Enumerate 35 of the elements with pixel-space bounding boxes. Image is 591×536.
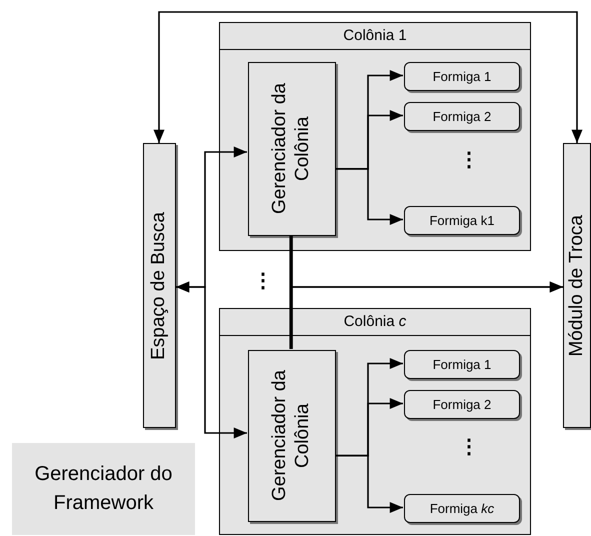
box-label: Formiga k1 <box>429 213 495 228</box>
box-label: Formiga 2 <box>432 397 492 412</box>
ant-box <box>404 102 520 131</box>
ant-box <box>404 350 520 379</box>
vertical-process-box <box>563 143 591 428</box>
box-label: Formiga kc <box>430 501 494 516</box>
framework-manager-box <box>12 443 195 535</box>
box-label: Espaço de Busca <box>148 212 170 360</box>
arrow <box>154 11 582 143</box>
ellipsis: ⋮ <box>459 437 479 457</box>
arrow <box>291 282 563 349</box>
box-label: Formiga 1 <box>432 357 492 372</box>
box-label: Formiga 2 <box>432 109 492 124</box>
vertical-process-box <box>248 62 336 236</box>
colony-container <box>219 308 531 535</box>
ant-box <box>404 206 520 235</box>
box-label: Formiga 1 <box>432 69 492 84</box>
arrow <box>335 454 403 513</box>
connector-line <box>289 235 293 349</box>
arrow <box>176 282 247 438</box>
vertical-process-box <box>248 350 336 522</box>
colony-title: Colônia c <box>220 309 530 336</box>
box-label: Gerenciador da Colônia <box>269 82 314 216</box>
box-label: Módulo de Troca <box>566 214 588 356</box>
arrow <box>335 168 403 225</box>
ant-box <box>404 390 520 419</box>
ant-box <box>404 494 520 523</box>
box-label: Gerenciador do Framework <box>34 462 174 516</box>
ellipsis: ⋮ <box>253 271 273 291</box>
colony-container <box>219 22 531 251</box>
vertical-process-box <box>143 143 176 428</box>
box-label: Gerenciador da Colônia <box>269 369 314 504</box>
ant-box <box>404 62 520 91</box>
colony-title: Colônia 1 <box>220 23 530 50</box>
ellipsis: ⋮ <box>459 150 479 170</box>
